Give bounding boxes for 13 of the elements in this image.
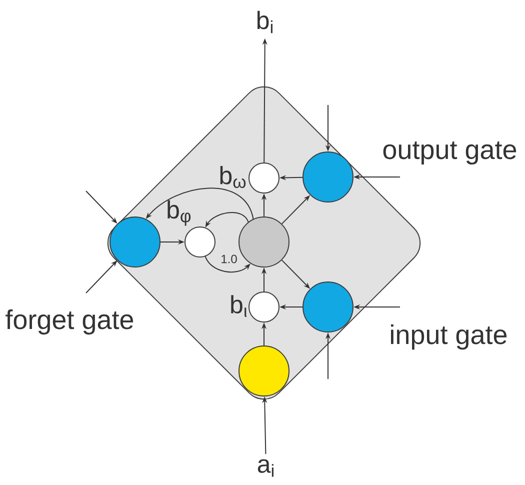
- unit-circle: [248, 162, 280, 194]
- gate-label: output gate: [383, 141, 516, 165]
- symbol-label: b$_{ι}$: [231, 295, 247, 317]
- symbol-label: b$_{φ}$: [168, 200, 191, 226]
- unit-circle: [184, 226, 216, 258]
- unit-circle: [248, 292, 280, 322]
- signal-label: a$_{i}$: [258, 459, 274, 477]
- edge-label: 1.0: [220, 254, 238, 264]
- gate-label: input gate: [391, 324, 507, 350]
- signal-label: b$_{i}$: [257, 10, 272, 34]
- gate-label: forget gate: [6, 309, 134, 335]
- symbol-label: b$_{ω}$: [220, 166, 246, 188]
- cell-circle: [238, 216, 290, 268]
